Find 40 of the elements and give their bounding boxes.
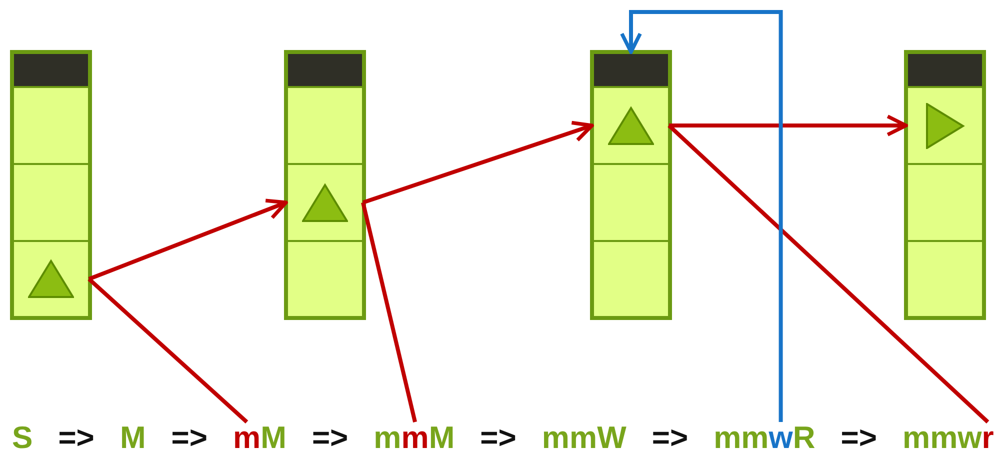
arrow	[620, 10, 783, 422]
stack-cell	[12, 86, 90, 165]
string-term: mM	[233, 420, 286, 456]
stack-cell	[286, 163, 364, 242]
derivation-arrow-text: =>	[652, 420, 688, 456]
derivation-arrow-text: =>	[312, 420, 348, 456]
cell-stack	[12, 52, 90, 318]
arrow	[88, 198, 288, 281]
header-cell	[286, 52, 364, 88]
arrow	[669, 114, 908, 136]
stack-cell	[286, 240, 364, 318]
stack-cell	[906, 240, 984, 318]
stack-cell	[12, 163, 90, 242]
stack-cell	[592, 240, 670, 318]
string-term: S	[12, 420, 33, 456]
header-cell	[592, 52, 670, 88]
stack-cell	[906, 86, 984, 165]
cell-stack	[592, 52, 670, 318]
string-term: mmwR	[714, 420, 816, 456]
header-cell	[12, 52, 90, 88]
connector-line	[668, 124, 990, 424]
derivation-arrow-text: =>	[480, 420, 516, 456]
string-term: mmW	[542, 420, 626, 456]
string-term: mmM	[374, 420, 455, 456]
stack-cell	[12, 240, 90, 318]
derivation-arrow-text: =>	[171, 420, 208, 456]
connector-line	[88, 278, 248, 424]
stack-cell	[906, 163, 984, 242]
stack-cell	[286, 86, 364, 165]
cell-stack	[286, 52, 364, 318]
string-term: M	[120, 420, 146, 456]
cell-stack	[906, 52, 984, 318]
connector-line	[361, 202, 417, 422]
stack-cell	[592, 86, 670, 165]
header-cell	[906, 52, 984, 88]
derivation-arrow-text: =>	[840, 420, 877, 456]
stack-cell	[592, 163, 670, 242]
string-term: mmwr	[902, 420, 994, 456]
arrow	[362, 120, 594, 204]
derivation-arrow-text: =>	[58, 420, 94, 456]
